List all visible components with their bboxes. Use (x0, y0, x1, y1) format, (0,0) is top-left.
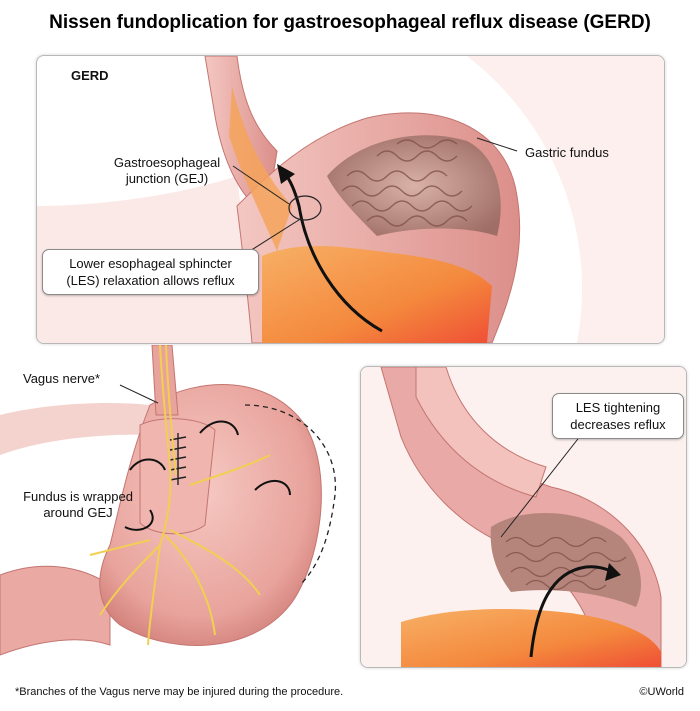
wrap-label-line2: around GEJ (43, 505, 113, 520)
deflected-acid-arrow (529, 565, 612, 658)
stomach-acid (401, 609, 661, 667)
les-tightening-callout: LES tightening decreases reflux (552, 393, 684, 439)
copyright: ©UWorld (639, 686, 684, 698)
footnote: *Branches of the Vagus nerve may be inju… (15, 686, 344, 698)
vagus-leader (119, 384, 159, 404)
tightening-illustration (361, 367, 686, 667)
wrap-rotation-arrows (124, 420, 291, 531)
background-tissue-right (467, 56, 664, 343)
fundus-leader (476, 137, 518, 152)
reflux-arrow-head (277, 164, 295, 184)
fundus-label: Gastric fundus (525, 145, 609, 160)
reflux-arrow (283, 173, 383, 333)
gastric-rugae (341, 139, 473, 227)
wrap-label-line1: Fundus is wrapped (23, 489, 133, 504)
gej-label-line1: Gastroesophageal (113, 155, 221, 170)
diaphragm-tissue (0, 403, 150, 455)
refluxing-acid (229, 86, 292, 251)
fundoplication-illustration (0, 345, 337, 656)
esophagus-wall (415, 367, 547, 498)
gastric-rugae (505, 536, 627, 591)
gerd-illustration (37, 56, 664, 343)
gej-label-line2: junction (GEJ) (125, 171, 209, 186)
deflected-arrow-head (605, 563, 621, 581)
tightening-panel: LES tightening decreases reflux (360, 366, 687, 668)
tightening-leader (500, 434, 582, 538)
gastric-mucosa (327, 135, 501, 236)
callout-line1: Lower esophageal sphincter (69, 256, 232, 271)
callout-line2: decreases reflux (570, 417, 666, 432)
page-title: Nissen fundoplication for gastroesophage… (49, 12, 651, 33)
gej-label: Gastroesophageal junction (GEJ) (97, 155, 237, 187)
gerd-panel: GERD Gastroesophageal junction (GEJ) Gas… (36, 55, 665, 344)
les-relaxation-callout: Lower esophageal sphincter (LES) relaxat… (42, 249, 259, 295)
gej-leader (232, 165, 290, 205)
gej-marker (288, 195, 322, 221)
stomach-acid (262, 246, 492, 343)
esophagus (151, 345, 179, 416)
vagus-label: Vagus nerve* (23, 371, 101, 386)
wrap-label: Fundus is wrapped around GEJ (18, 489, 138, 521)
fundoplication-panel: Vagus nerve* Fundus is wrapped around GE… (0, 345, 362, 675)
callout-line1: LES tightening (575, 400, 661, 415)
duodenum (0, 565, 111, 656)
vagus-nerve-branches (89, 345, 271, 646)
callout-line2: (LES) relaxation allows reflux (66, 273, 235, 288)
panel-heading: GERD (71, 68, 109, 83)
